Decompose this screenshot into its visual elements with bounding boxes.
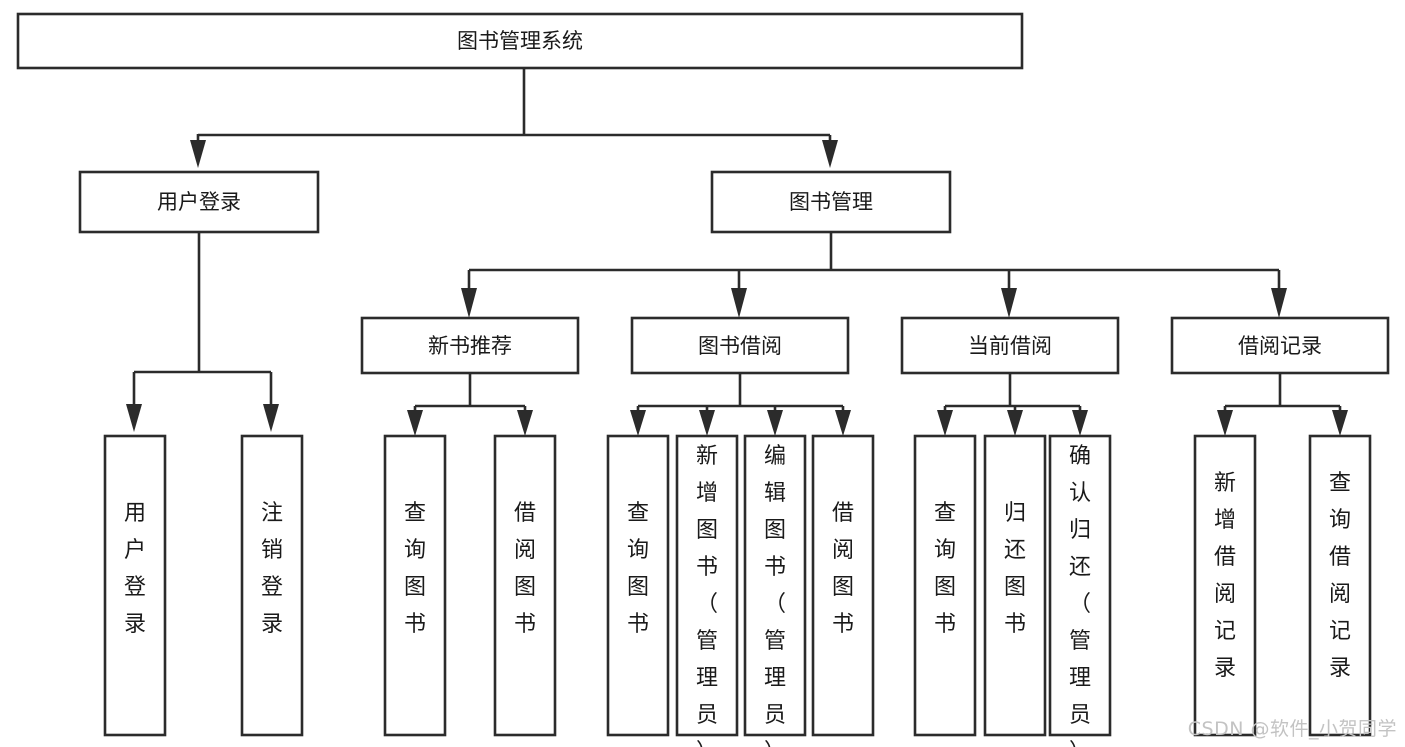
node-leaf-query-record[interactable]: 查询借阅记录 [1308, 434, 1372, 737]
arrowhead-leaf-return-book [1007, 410, 1023, 436]
node-leaf-user-login-label: 用户登录 [124, 501, 146, 637]
node-borrow-record[interactable]: 借阅记录 [1170, 316, 1390, 375]
node-leaf-edit-book-rect[interactable] [743, 434, 807, 737]
node-new-book-recommend-label: 新书推荐 [428, 334, 512, 358]
node-leaf-user-login[interactable]: 用户登录 [103, 434, 167, 737]
node-leaf-logout-login-label: 注销登录 [261, 501, 283, 637]
node-leaf-return-book-label: 归还图书 [1004, 501, 1026, 637]
node-leaf-confirm-return-rect[interactable] [1048, 434, 1112, 737]
arrowhead-leaf-logout-login [263, 404, 279, 432]
node-leaf-query-book-2-label: 查询图书 [627, 501, 649, 637]
arrowhead-current-borrow [1001, 288, 1017, 318]
node-leaf-confirm-return[interactable]: 确认归还（管理员） [1048, 434, 1112, 747]
node-leaf-query-record-label: 查询借阅记录 [1329, 471, 1351, 681]
node-leaf-query-record-rect[interactable] [1308, 434, 1372, 737]
arrowhead-leaf-query-record [1332, 410, 1348, 436]
node-root[interactable]: 图书管理系统 [16, 12, 1024, 70]
node-leaf-query-book-3[interactable]: 查询图书 [913, 434, 977, 737]
node-book-management-label: 图书管理 [789, 190, 873, 214]
node-leaf-add-record[interactable]: 新增借阅记录 [1193, 434, 1257, 737]
node-user-login[interactable]: 用户登录 [78, 170, 320, 234]
node-leaf-borrow-book-1-label: 借阅图书 [514, 501, 536, 637]
node-leaf-edit-book[interactable]: 编辑图书（管理员） [743, 434, 807, 747]
node-leaf-logout-login[interactable]: 注销登录 [240, 434, 304, 737]
node-leaf-add-book[interactable]: 新增图书（管理员） [675, 434, 739, 747]
arrowhead-leaf-query-book-2 [630, 410, 646, 436]
node-leaf-query-book-2[interactable]: 查询图书 [606, 434, 670, 737]
node-leaf-query-book-1-label: 查询图书 [404, 501, 426, 637]
node-leaf-query-book-1[interactable]: 查询图书 [383, 434, 447, 737]
arrowhead-leaf-query-book-3 [937, 410, 953, 436]
arrowhead-leaf-user-login [126, 404, 142, 432]
node-leaf-query-book-1-rect[interactable] [383, 434, 447, 737]
node-leaf-query-book-3-rect[interactable] [913, 434, 977, 737]
node-leaf-add-book-label: 新增图书（管理员） [696, 444, 718, 747]
node-user-login-label: 用户登录 [157, 190, 241, 214]
arrowhead-leaf-add-book [699, 410, 715, 436]
node-book-management[interactable]: 图书管理 [710, 170, 952, 234]
arrowhead-leaf-borrow-book-2 [835, 410, 851, 436]
arrowhead-to-user-login [190, 140, 206, 168]
arrowhead-leaf-add-record [1217, 410, 1233, 436]
node-leaf-query-book-2-rect[interactable] [606, 434, 670, 737]
arrowhead-leaf-borrow-book-1 [517, 410, 533, 436]
node-leaf-add-record-rect[interactable] [1193, 434, 1257, 737]
node-root-label: 图书管理系统 [457, 29, 583, 53]
node-leaf-borrow-book-1[interactable]: 借阅图书 [493, 434, 557, 737]
node-leaf-borrow-book-2-rect[interactable] [811, 434, 875, 737]
node-leaf-return-book-rect[interactable] [983, 434, 1047, 737]
node-leaf-add-record-label: 新增借阅记录 [1214, 471, 1236, 681]
arrowhead-book-borrow [731, 288, 747, 318]
node-leaf-query-book-3-label: 查询图书 [934, 501, 956, 637]
node-leaf-edit-book-label: 编辑图书（管理员） [764, 444, 786, 747]
node-leaf-borrow-book-1-rect[interactable] [493, 434, 557, 737]
node-book-management-rect[interactable] [710, 170, 952, 234]
node-leaf-return-book[interactable]: 归还图书 [983, 434, 1047, 737]
node-leaf-user-login-rect[interactable] [103, 434, 167, 737]
node-borrow-record-label: 借阅记录 [1238, 334, 1322, 358]
arrowhead-borrow-record [1271, 288, 1287, 318]
arrowhead-leaf-edit-book [767, 410, 783, 436]
arrowhead-leaf-query-book-1 [407, 410, 423, 436]
arrowhead-leaf-confirm-return [1072, 410, 1088, 436]
node-leaf-borrow-book-2[interactable]: 借阅图书 [811, 434, 875, 737]
node-book-borrow-label: 图书借阅 [698, 334, 782, 358]
arrowhead-new-book-recommend [461, 288, 477, 318]
node-current-borrow[interactable]: 当前借阅 [900, 316, 1120, 375]
node-leaf-add-book-rect[interactable] [675, 434, 739, 737]
arrowhead-to-book-management [822, 140, 838, 168]
node-root-rect[interactable] [16, 12, 1024, 70]
node-book-borrow[interactable]: 图书借阅 [630, 316, 850, 375]
node-new-book-recommend-rect[interactable] [360, 316, 580, 375]
node-current-borrow-label: 当前借阅 [968, 334, 1052, 358]
node-leaf-confirm-return-label: 确认归还（管理员） [1069, 444, 1091, 747]
node-leaf-borrow-book-2-label: 借阅图书 [832, 501, 854, 637]
node-new-book-recommend[interactable]: 新书推荐 [360, 316, 580, 375]
node-leaf-logout-login-rect[interactable] [240, 434, 304, 737]
